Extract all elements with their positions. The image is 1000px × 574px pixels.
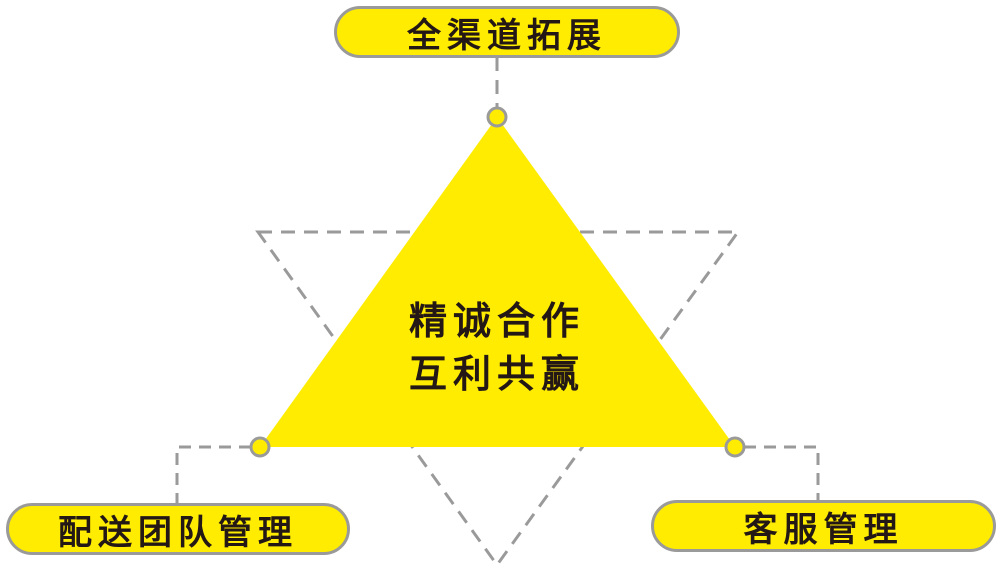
node-left-label: 配送团队管理 [6,503,350,555]
vertex-dot-left [249,436,271,458]
node-top-label: 全渠道拓展 [334,6,680,58]
main-triangle [260,117,735,447]
vertex-dot-right [724,436,746,458]
vertex-dot-top [486,106,508,128]
center-text-line2: 互利共赢 [408,352,585,396]
connector-left [175,445,251,503]
connector-right [744,445,820,500]
node-right-label: 客服管理 [651,500,996,552]
center-text-line1: 精诚合作 [408,299,585,343]
